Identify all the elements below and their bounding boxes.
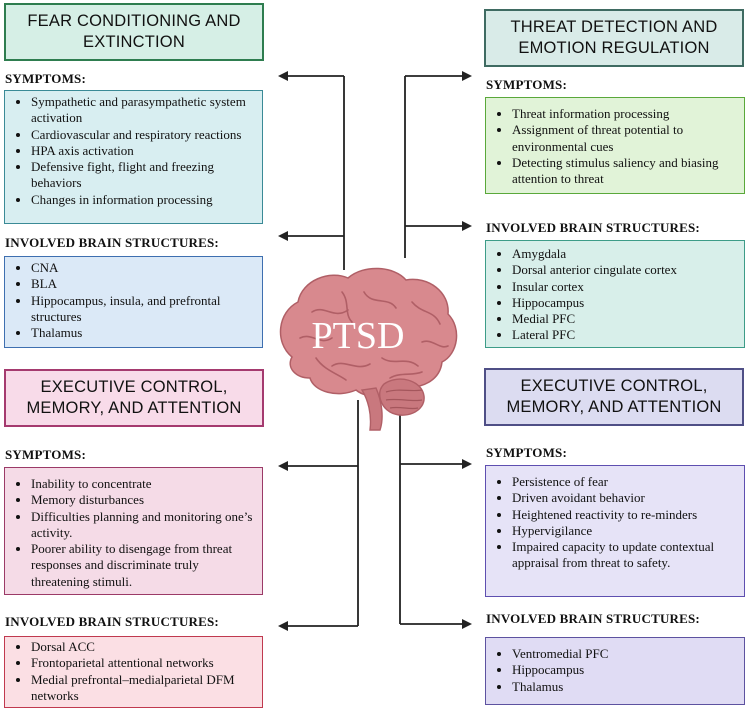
list-item: Hippocampus, insula, and prefrontal stru…	[31, 293, 256, 326]
list-item: Hippocampus	[512, 662, 738, 678]
list-item: Defensive fight, flight and freezing beh…	[31, 159, 256, 192]
top-left-structures-label: INVOLVED BRAIN STRUCTURES:	[5, 235, 219, 250]
top-left-symptoms-box: Sympathetic and parasympathetic system a…	[4, 90, 263, 224]
list-item: BLA	[31, 276, 256, 292]
list-item: Dorsal ACC	[31, 639, 256, 655]
list-item: Thalamus	[512, 679, 738, 695]
list-item: Hippocampus	[512, 295, 738, 311]
bottom-right-structures-box: Ventromedial PFC Hippocampus Thalamus	[485, 637, 745, 705]
list-item: Dorsal anterior cingulate cortex	[512, 262, 738, 278]
list-item: HPA axis activation	[31, 143, 256, 159]
brain-cerebrum	[279, 267, 458, 398]
list-item: Persistence of fear	[512, 474, 738, 490]
list-item: Driven avoidant behavior	[512, 490, 738, 506]
bottom-left-symptoms-label: SYMPTOMS:	[5, 447, 87, 462]
list-item: Insular cortex	[512, 279, 738, 295]
list-item: Thalamus	[31, 325, 256, 341]
top-right-structures-label: INVOLVED BRAIN STRUCTURES:	[486, 220, 700, 235]
brain-cerebellum	[379, 378, 425, 416]
brain-stem	[360, 387, 383, 431]
list-item: Lateral PFC	[512, 327, 738, 343]
top-right-title: THREAT DETECTION AND EMOTION REGULATION	[484, 9, 744, 67]
list-item: Detecting stimulus saliency and biasing …	[512, 155, 738, 188]
top-left-structures-box: CNA BLA Hippocampus, insula, and prefron…	[4, 256, 263, 348]
list-item: Heightened reactivity to re-minders	[512, 507, 738, 523]
list-item: Hypervigilance	[512, 523, 738, 539]
bottom-left-structures-label: INVOLVED BRAIN STRUCTURES:	[5, 614, 219, 629]
bottom-right-title: EXECUTIVE CONTROL, MEMORY, AND ATTENTION	[484, 368, 744, 426]
list-item: Medial PFC	[512, 311, 738, 327]
top-right-structures-box: Amygdala Dorsal anterior cingulate corte…	[485, 240, 745, 348]
top-left-title-text: FEAR CONDITIONING AND EXTINCTION	[27, 12, 241, 51]
list-item: Frontoparietal attentional networks	[31, 655, 256, 671]
bottom-right-structures-label: INVOLVED BRAIN STRUCTURES:	[486, 611, 700, 626]
top-right-symptoms-label: SYMPTOMS:	[486, 77, 568, 92]
top-left-title: FEAR CONDITIONING AND EXTINCTION	[4, 3, 264, 61]
list-item: Assignment of threat potential to enviro…	[512, 122, 738, 155]
bottom-right-symptoms-box: Persistence of fear Driven avoidant beha…	[485, 465, 745, 597]
list-item: Inability to concentrate	[31, 476, 256, 492]
list-item: CNA	[31, 260, 256, 276]
bottom-right-symptoms-label: SYMPTOMS:	[486, 445, 568, 460]
bottom-right-title-text: EXECUTIVE CONTROL, MEMORY, AND ATTENTION	[506, 377, 722, 416]
list-item: Medial prefrontal–medialparietal DFM net…	[31, 672, 256, 705]
list-item: Impaired capacity to update contextual a…	[512, 539, 738, 572]
bottom-left-structures-box: Dorsal ACC Frontoparietal attentional ne…	[4, 636, 263, 708]
list-item: Poorer ability to disengage from threat …	[31, 541, 256, 590]
bottom-left-title-text: EXECUTIVE CONTROL, MEMORY, AND ATTENTION	[26, 378, 242, 417]
list-item: Threat information processing	[512, 106, 738, 122]
list-item: Cardiovascular and respiratory reactions	[31, 127, 256, 143]
list-item: Difficulties planning and monitoring one…	[31, 509, 256, 542]
bottom-left-symptoms-box: Inability to concentrate Memory disturba…	[4, 467, 263, 595]
list-item: Ventromedial PFC	[512, 646, 738, 662]
list-item: Changes in information processing	[31, 192, 256, 208]
ptsd-label: PTSD	[312, 315, 405, 357]
list-item: Amygdala	[512, 246, 738, 262]
top-left-symptoms-label: SYMPTOMS:	[5, 71, 87, 86]
top-right-title-text: THREAT DETECTION AND EMOTION REGULATION	[510, 18, 718, 57]
bottom-left-title: EXECUTIVE CONTROL, MEMORY, AND ATTENTION	[4, 369, 264, 427]
list-item: Sympathetic and parasympathetic system a…	[31, 94, 256, 127]
top-right-symptoms-box: Threat information processing Assignment…	[485, 97, 745, 194]
brain-illustration: PTSD	[279, 267, 458, 431]
list-item: Memory disturbances	[31, 492, 256, 508]
